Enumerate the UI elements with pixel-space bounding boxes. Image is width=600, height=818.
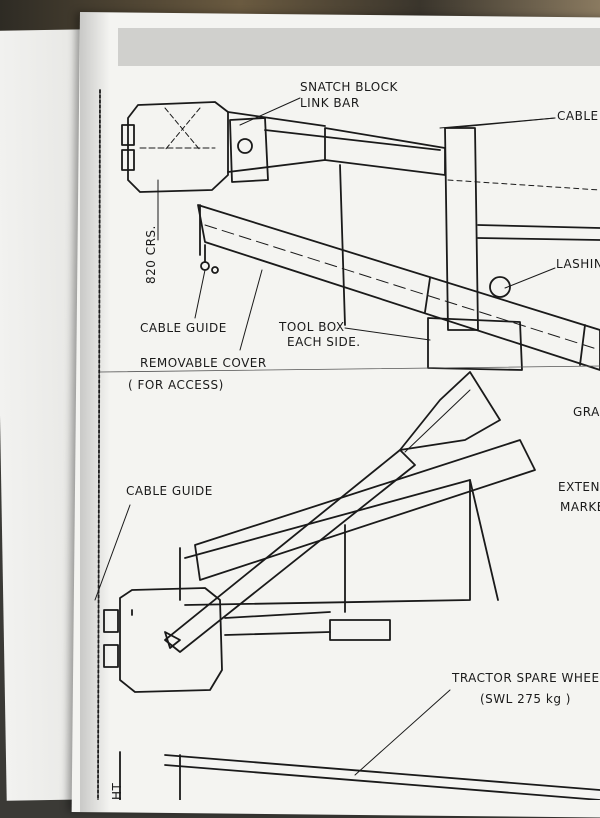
label-tractor-spare-wheel: TRACTOR SPARE WHEE — [452, 671, 600, 685]
section-divider — [99, 365, 600, 373]
label-cable-guide-upper: CABLE GUIDE — [140, 321, 227, 335]
lever-arm — [164, 371, 501, 653]
label-gra: GRA — [573, 405, 600, 419]
snatch-block-upper — [121, 101, 326, 193]
cable-guide-pulley-upper — [200, 244, 219, 274]
label-tool-box: TOOL BOX — [279, 320, 345, 334]
link-bar — [264, 127, 446, 176]
label-each-side: EACH SIDE. — [287, 335, 361, 349]
label-cable-guide-lower: CABLE GUIDE — [126, 484, 213, 498]
label-snatch-block: SNATCH BLOCK — [300, 80, 398, 94]
label-removable-cover: REMOVABLE COVER — [140, 356, 267, 370]
label-ht: HT — [110, 782, 124, 800]
label-marked: MARKE — [560, 500, 600, 514]
frame-border-left — [97, 89, 101, 800]
spare-wheel-carrier — [119, 751, 600, 800]
label-cable: CABLE — [557, 109, 599, 123]
technical-drawing — [94, 28, 600, 800]
label-crs: 820 CRS. — [144, 225, 158, 284]
sheet-shadow — [80, 12, 110, 812]
lashing-ring — [489, 276, 511, 298]
label-swl: (SWL 275 kg ) — [480, 692, 571, 706]
boom-upper — [197, 204, 600, 371]
label-lashing: LASHING — [556, 257, 600, 271]
lower-frame — [179, 439, 536, 641]
label-extend: EXTENI — [558, 480, 600, 494]
label-link-bar: LINK BAR — [300, 96, 360, 110]
label-for-access: ( FOR ACCESS) — [128, 378, 224, 392]
snatch-block-lower — [103, 587, 223, 693]
leaders-upper — [194, 97, 556, 351]
tool-box — [427, 317, 523, 371]
header-band — [118, 28, 600, 66]
leaders-lower — [94, 504, 451, 776]
